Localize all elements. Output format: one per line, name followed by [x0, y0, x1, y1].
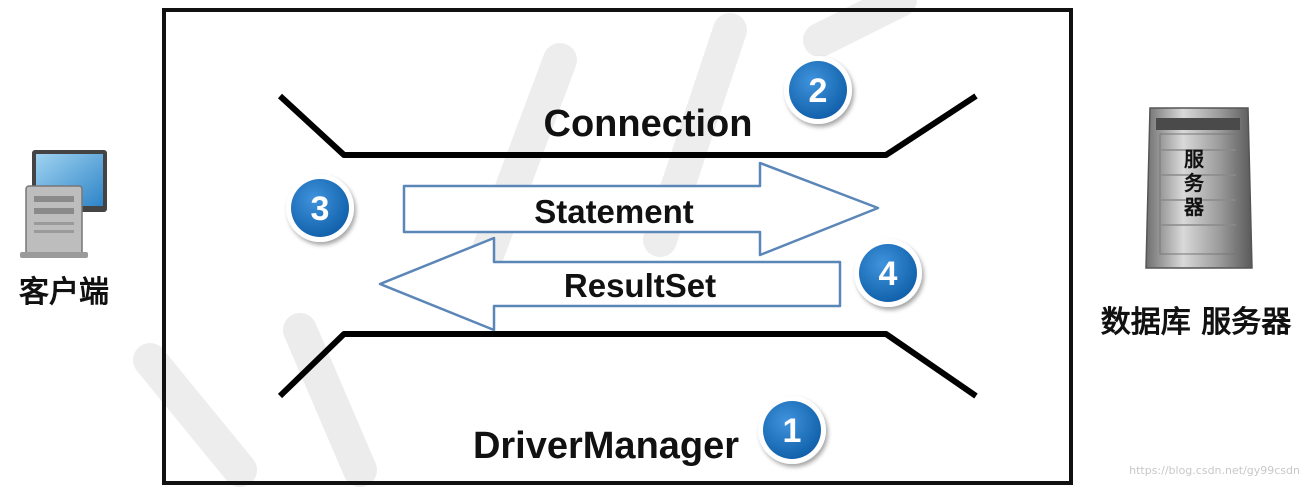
step-badge-2: 2	[784, 56, 852, 124]
step-badge-1: 1	[758, 396, 826, 464]
drivermanager-label: DriverManager	[473, 425, 739, 467]
statement-arrow	[402, 161, 880, 257]
server-tower-icon: 服 务 器	[1145, 107, 1253, 269]
step-number: 2	[809, 72, 828, 110]
computer-icon	[20, 150, 107, 258]
statement-label: Statement	[534, 193, 694, 230]
server-tower-char: 务	[1184, 171, 1205, 195]
driver-bracket	[277, 331, 978, 399]
diagram-frame	[162, 8, 1073, 485]
watermark-url: https://blog.csdn.net/gy99csdn	[1129, 464, 1300, 477]
step-number: 1	[783, 412, 802, 450]
step-number: 4	[879, 255, 898, 293]
step-number: 3	[311, 190, 330, 228]
server-tower-char: 器	[1183, 195, 1205, 219]
server-label: 数据库 服务器	[1101, 305, 1292, 340]
resultset-arrow	[378, 236, 842, 332]
step-badge-4: 4	[854, 239, 922, 307]
connection-bracket	[277, 93, 978, 158]
step-badge-3: 3	[286, 174, 354, 242]
client-label: 客户端	[19, 275, 109, 310]
resultset-label: ResultSet	[564, 267, 716, 304]
server-tower-char: 服	[1184, 147, 1205, 171]
connection-label: Connection	[544, 103, 753, 145]
